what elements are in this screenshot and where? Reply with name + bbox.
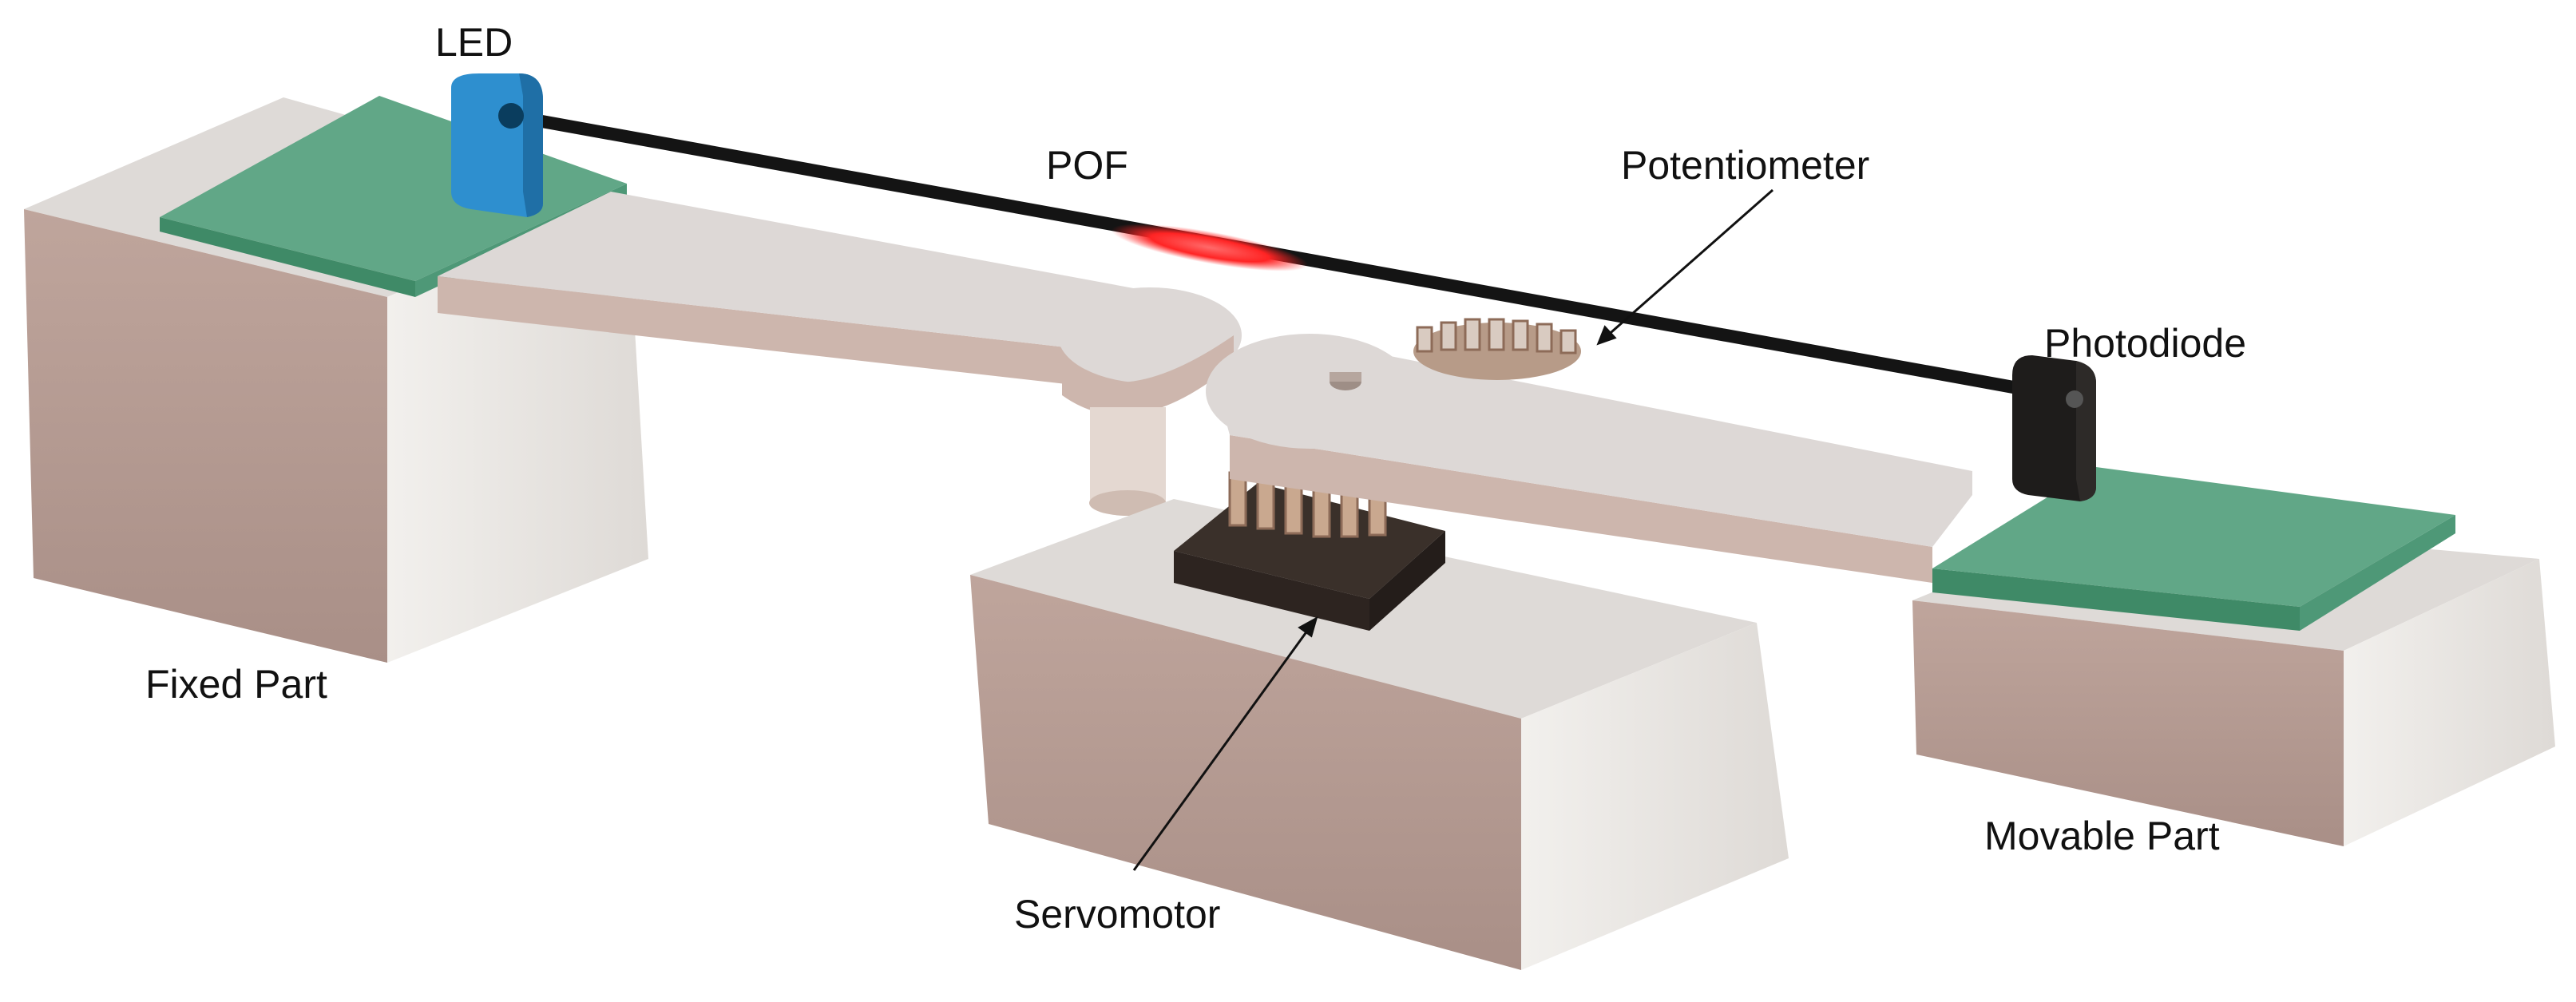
potentiometer-label: Potentiometer — [1621, 143, 1870, 188]
movable-block-side — [2344, 559, 2555, 846]
fixed-arm-top — [438, 192, 1172, 359]
fixed-block-front — [24, 209, 387, 663]
movable-green-plate — [1932, 467, 2455, 607]
fixed-arm — [438, 192, 1242, 516]
potentiometer-gear-icon — [1413, 318, 1581, 380]
movable-part-label: Movable Part — [1984, 814, 2220, 858]
servo-block-side — [1521, 623, 1789, 970]
pof-fiber — [505, 109, 2051, 399]
movable-green-plate-side — [1932, 568, 2300, 631]
servo-block-front — [970, 575, 1521, 970]
servomotor-arrow — [1132, 618, 1318, 871]
led-icon — [451, 73, 543, 217]
fixed-block — [24, 96, 648, 663]
servomotor-body — [1174, 551, 1369, 631]
fixed-part-label: Fixed Part — [145, 662, 327, 707]
fixed-arm-shaft — [1090, 407, 1166, 503]
fixed-arm-side — [438, 276, 1172, 396]
potentiometer-arrow — [1598, 188, 1773, 345]
annotation-arrows — [1132, 188, 1773, 871]
photodiode-icon — [2012, 355, 2096, 501]
servo-gear-icon — [1228, 471, 1387, 538]
photodiode-label: Photodiode — [2044, 321, 2247, 366]
rotating-arm — [1206, 334, 1972, 583]
servomotor-label: Servomotor — [1014, 892, 1221, 937]
fixed-green-plate-side — [160, 217, 415, 297]
movable-block — [1912, 467, 2555, 846]
movable-block-front — [1912, 600, 2344, 846]
led-label: LED — [435, 20, 513, 65]
pof-sensitive-zone — [1111, 224, 1309, 271]
servomotor — [1174, 471, 1445, 631]
rotating-arm-pivot-cap — [1206, 334, 1413, 449]
rotating-arm-side — [1230, 435, 1932, 583]
pof-label: POF — [1046, 143, 1128, 188]
movable-green-plate-side-right — [2300, 515, 2455, 631]
fixed-green-plate — [160, 96, 627, 281]
